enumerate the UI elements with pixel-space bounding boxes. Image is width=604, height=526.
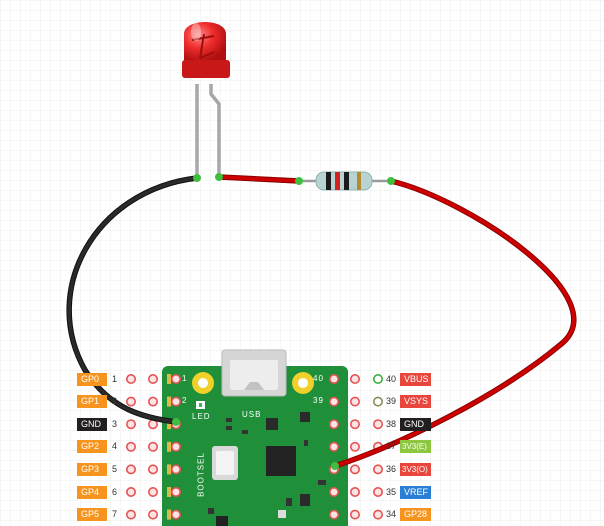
pin-hole[interactable] <box>126 396 137 407</box>
pin-pad <box>167 464 171 475</box>
pin-hole[interactable] <box>372 419 383 430</box>
pin-hole[interactable] <box>349 509 360 520</box>
pin-hole[interactable] <box>328 396 339 407</box>
pin-pad <box>167 396 171 407</box>
pin-pad <box>167 374 171 384</box>
pin-label-gnd: GND <box>77 417 107 431</box>
pin-pad <box>167 509 171 520</box>
pin-hole[interactable] <box>171 373 182 384</box>
red-led[interactable] <box>182 22 230 182</box>
pin-hole[interactable] <box>349 373 360 384</box>
pin-hole[interactable] <box>349 464 360 475</box>
pin-label-gp2: GP2 <box>77 440 107 454</box>
pin-label-gp28: GP28 <box>400 508 431 522</box>
pin-number: 6 <box>112 486 118 497</box>
pin-hole[interactable] <box>328 486 339 497</box>
pin-hole[interactable] <box>349 486 360 497</box>
pin-number: 4 <box>112 441 118 452</box>
pin-hole[interactable] <box>171 464 182 475</box>
led-label: LED <box>192 412 211 421</box>
pin-40-marker: 40 <box>313 374 324 383</box>
pin-label-gnd: GND <box>400 417 431 431</box>
pin-39-marker: 39 <box>313 396 324 405</box>
pin-hole[interactable] <box>126 419 137 430</box>
pin-hole[interactable] <box>148 373 159 384</box>
pin-1-marker: 1 <box>182 374 188 383</box>
pin-hole[interactable] <box>171 509 182 520</box>
pin-number: 5 <box>112 463 118 474</box>
pin-pad <box>167 419 171 430</box>
right-pin-header <box>328 373 383 520</box>
pin-hole[interactable] <box>349 441 360 452</box>
pin-label-3v3o: 3V3(O) <box>400 462 431 476</box>
resistor[interactable] <box>295 171 395 191</box>
pin-pad <box>167 441 171 452</box>
rp2040-chip <box>266 446 296 476</box>
pin-label-vsys: VSYS <box>400 395 431 409</box>
pin-hole[interactable] <box>148 486 159 497</box>
pin-label-gp4: GP4 <box>77 485 107 499</box>
pin-pad <box>167 487 171 497</box>
pin-hole[interactable] <box>328 373 339 384</box>
pin-number: 39 <box>386 396 397 407</box>
left-pin-header <box>126 373 182 520</box>
pico-board[interactable] <box>162 349 348 526</box>
pin-hole[interactable] <box>328 509 339 520</box>
pin-hole[interactable] <box>171 396 182 407</box>
bootsel-label: BOOTSEL <box>196 452 206 497</box>
pin-number: 2 <box>112 396 118 407</box>
pin-number: 40 <box>386 373 397 384</box>
pin-label-vref: VREF <box>400 485 431 499</box>
pin-label-gp5: GP5 <box>77 508 107 522</box>
pin-hole[interactable] <box>148 464 159 475</box>
pin-number: 1 <box>112 373 118 384</box>
pin-hole[interactable] <box>148 509 159 520</box>
wire-endpoint <box>331 462 339 470</box>
usb-label: USB <box>242 410 262 419</box>
pin-label-gp1: GP1 <box>77 395 107 409</box>
pin-number: 36 <box>386 463 397 474</box>
pin-hole[interactable] <box>372 464 383 475</box>
pin-label-gp0: GP0 <box>77 372 107 386</box>
pin-hole[interactable] <box>126 441 137 452</box>
pin-label-3v3e: 3V3(E) <box>400 440 431 454</box>
pin-hole[interactable] <box>148 441 159 452</box>
pin-hole[interactable] <box>349 419 360 430</box>
pin-number: 7 <box>112 509 118 520</box>
pin-hole[interactable] <box>372 509 383 520</box>
pin-hole[interactable] <box>349 396 360 407</box>
pin-hole[interactable] <box>372 396 383 407</box>
pin-hole[interactable] <box>148 396 159 407</box>
pin-hole[interactable] <box>328 441 339 452</box>
pin-label-vbus: VBUS <box>400 372 431 386</box>
pin-label-gp3: GP3 <box>77 462 107 476</box>
pin-hole[interactable] <box>372 486 383 497</box>
pin-number: 38 <box>386 418 397 429</box>
pin-hole[interactable] <box>126 509 137 520</box>
pin-hole[interactable] <box>126 486 137 497</box>
pin-hole[interactable] <box>171 486 182 497</box>
pin-hole[interactable] <box>171 441 182 452</box>
pin-hole[interactable] <box>126 373 137 384</box>
pin-number: 37 <box>386 441 397 452</box>
wire-endpoint <box>172 418 180 426</box>
pin-number: 34 <box>386 509 397 520</box>
pin-2-marker: 2 <box>182 396 188 405</box>
pin-hole[interactable] <box>126 464 137 475</box>
pin-number: 3 <box>112 418 118 429</box>
pin-hole[interactable] <box>328 419 339 430</box>
pin-number: 35 <box>386 486 397 497</box>
pin-hole[interactable] <box>372 373 383 384</box>
